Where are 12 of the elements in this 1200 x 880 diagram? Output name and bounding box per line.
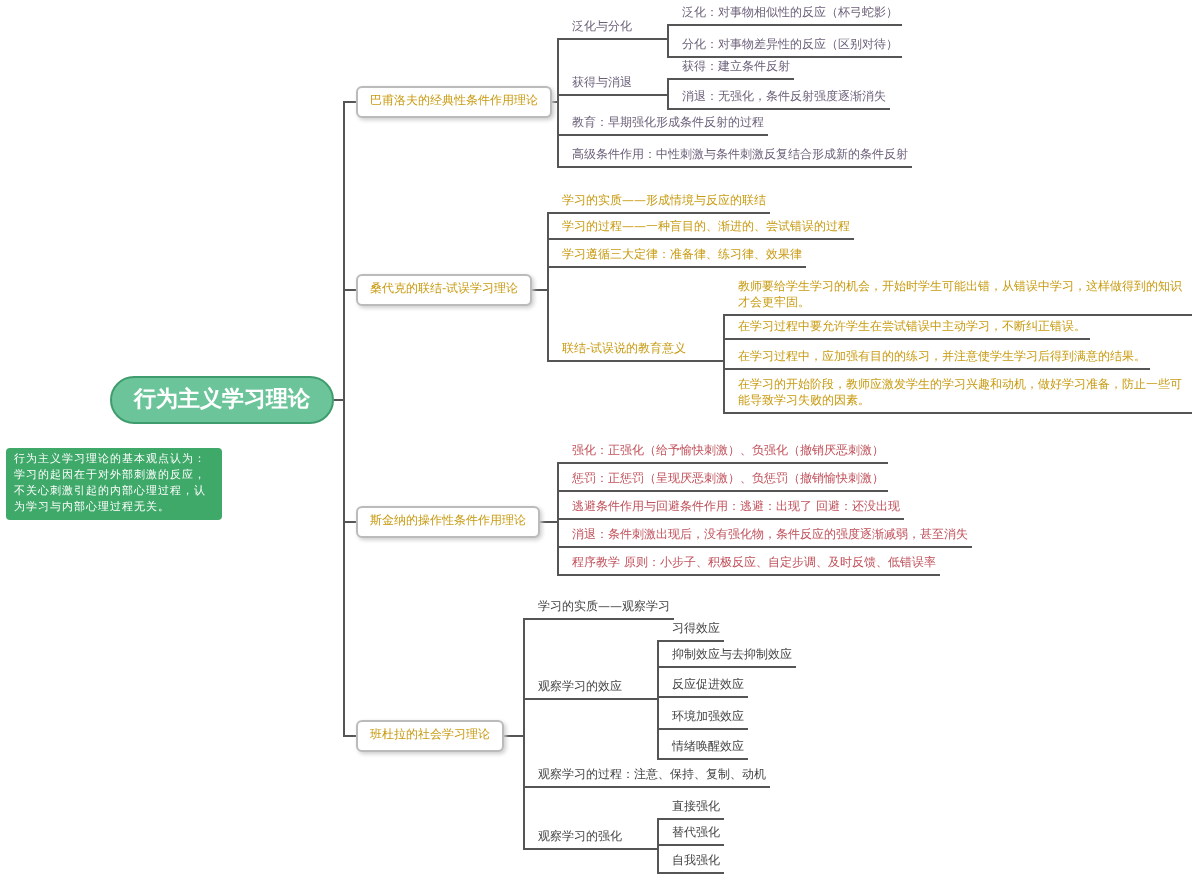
connector-line [503,735,537,850]
connector-line [625,848,671,874]
connector-line [551,101,571,168]
connector-line [635,94,681,110]
connector-line [333,399,357,737]
connector-line [635,38,681,58]
topic-pill: 行为主义学习理论 [110,376,334,424]
connector-line [551,94,571,103]
connector-line [539,521,571,576]
connector-line [625,698,671,760]
connector-line [689,360,737,414]
connector-line [531,289,561,362]
